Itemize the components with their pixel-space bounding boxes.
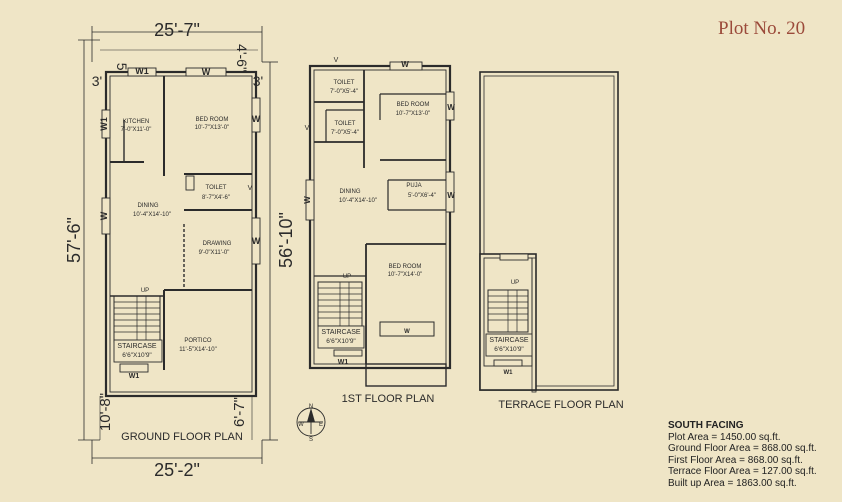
gf-kitchen-label: KITCHEN xyxy=(123,119,149,125)
ff-staircase-label: STAIRCASE xyxy=(321,329,360,336)
gf-portico-label: PORTICO xyxy=(184,338,212,344)
ff-bed1-label: BED ROOM xyxy=(397,102,430,108)
compass-s: S xyxy=(309,437,313,443)
first-floor-plan xyxy=(305,61,455,387)
gf-window-w-right1: W xyxy=(252,114,261,124)
plot-area: Plot Area = 1450.00 sq.ft. xyxy=(668,431,781,443)
ff-toilet2-size: 7'-0"X5'-4" xyxy=(331,130,359,136)
ff-toilet1-label: TOILET xyxy=(334,80,355,86)
area-summary: SOUTH FACING Plot Area = 1450.00 sq.ft. … xyxy=(668,420,817,489)
dim-top-right-a: 4'-6" xyxy=(234,44,250,72)
gf-window-w-top: W xyxy=(202,67,211,77)
gf-drawing-size: 9'-0"X11'-0" xyxy=(199,250,230,256)
gf-window-w1-left: W1 xyxy=(99,117,109,131)
ff-staircase-size: 6'6"X10'9" xyxy=(326,338,356,345)
gf-toilet-label: TOILET xyxy=(206,185,227,191)
ff-vent-v1: V xyxy=(334,57,339,64)
dim-top-right-b: 3' xyxy=(253,73,263,89)
dim-bottom-left: 10'-8" xyxy=(97,393,114,431)
first-floor-area: First Floor Area = 868.00 sq.ft. xyxy=(668,454,803,466)
tf-staircase-label: STAIRCASE xyxy=(489,337,528,344)
ff-puja-size: 5'-0"X6'-4" xyxy=(408,193,436,199)
ff-window-w1-bottom: W1 xyxy=(338,359,349,366)
ff-stair-up: UP xyxy=(343,274,351,280)
tf-stair-up: UP xyxy=(511,280,519,286)
compass-n: N xyxy=(309,404,313,410)
gf-staircase-size: 6'6"X10'9" xyxy=(122,352,152,359)
ff-vent-v2: V xyxy=(305,125,310,132)
gf-drawing-label: DRAWING xyxy=(203,241,232,247)
ff-window-w-left: W xyxy=(303,196,312,204)
gf-stair-up: UP xyxy=(141,288,149,294)
ff-toilet1-size: 7'-0"X5'-4" xyxy=(330,89,358,95)
ff-bed2-size: 10'-7"X14'-0" xyxy=(388,272,423,278)
dim-bottom-right: 6'-7" xyxy=(231,397,248,427)
ground-floor-area: Ground Floor Area = 868.00 sq.ft. xyxy=(668,443,817,454)
terrace-floor-plan xyxy=(479,71,619,393)
ff-bed1-size: 10'-7"X13'-0" xyxy=(396,111,431,117)
terrace-floor-area: Terrace Floor Area = 127.00 sq.ft. xyxy=(668,466,817,477)
gf-window-w-right2: W xyxy=(252,236,261,246)
built-up-area: Built up Area = 1863.00 sq.ft. xyxy=(668,477,797,489)
dim-left-depth: 57'-6" xyxy=(64,217,84,263)
ff-bed2-label: BED ROOM xyxy=(389,264,422,270)
ff-window-w-right2: W xyxy=(447,191,455,200)
gf-dining-label: DINING xyxy=(138,203,159,209)
facing-heading: SOUTH FACING xyxy=(668,420,744,431)
gf-toilet-size: 8'-7"X4'-6" xyxy=(202,195,230,201)
ff-window-w-bottom: W xyxy=(404,329,410,335)
gf-dining-size: 10'-4"X14'-10" xyxy=(133,212,171,218)
tf-staircase-size: 6'6"X10'9" xyxy=(494,346,524,353)
gf-kitchen-size: 7'-0"X11'-0" xyxy=(121,127,152,133)
plot-title: Plot No. 20 xyxy=(718,18,806,39)
ff-dining-label: DINING xyxy=(340,189,361,195)
compass-w: W xyxy=(298,422,304,428)
gf-portico-size: 11'-5"X14'-10" xyxy=(179,347,216,353)
gf-window-w1-bottom: W1 xyxy=(129,373,140,380)
dim-top-left-a: 3' xyxy=(92,73,102,89)
gf-window-w-left: W xyxy=(99,211,109,220)
compass-rose xyxy=(296,407,326,437)
gf-window-w1-top: W1 xyxy=(135,66,149,76)
ff-window-w-right1: W xyxy=(447,103,455,112)
ff-dining-size: 10'-4"X14'-10" xyxy=(339,198,377,204)
dim-bottom-width: 25'-2" xyxy=(154,460,200,480)
gf-vent-v: V xyxy=(248,185,253,192)
gf-staircase-label: STAIRCASE xyxy=(117,343,156,350)
dim-top-left-b: 5' xyxy=(114,63,130,73)
ground-floor-caption: GROUND FLOOR PLAN xyxy=(121,431,243,443)
terrace-floor-caption: TERRACE FLOOR PLAN xyxy=(498,399,623,411)
ff-puja-label: PUJA xyxy=(406,183,421,189)
first-floor-caption: 1ST FLOOR PLAN xyxy=(342,393,435,405)
dim-top-width: 25'-7" xyxy=(154,20,200,40)
gf-bedroom-size: 10'-7"X13'-0" xyxy=(195,125,230,131)
ground-floor-plan xyxy=(78,26,278,464)
dim-right-depth: 56'-10" xyxy=(276,212,296,268)
compass-e: E xyxy=(319,422,323,428)
ff-toilet2-label: TOILET xyxy=(335,121,356,127)
ff-window-w-top: W xyxy=(401,60,409,69)
gf-bedroom-label: BED ROOM xyxy=(196,117,229,123)
tf-window-w1: W1 xyxy=(504,370,514,376)
